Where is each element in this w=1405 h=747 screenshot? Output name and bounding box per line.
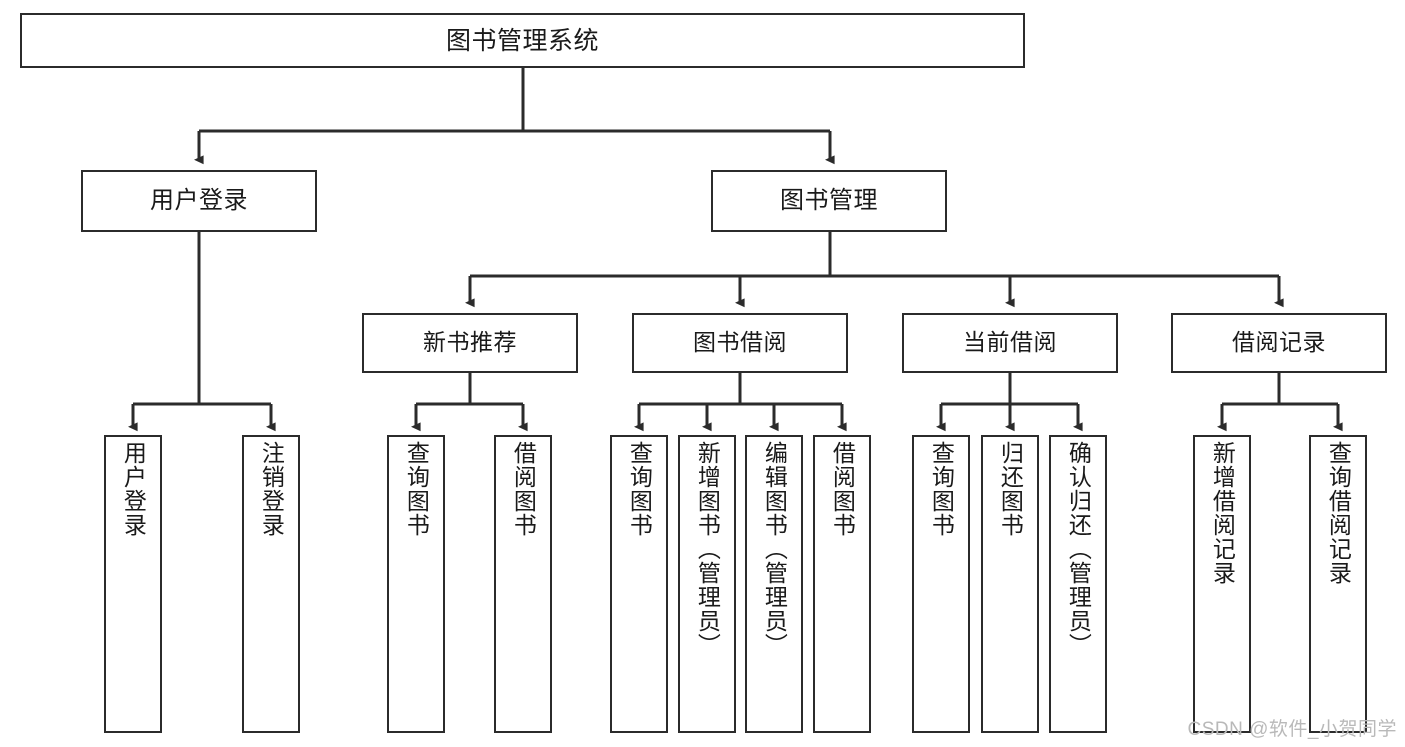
node-leaf-add-record-label: 新增借阅记录: [1209, 441, 1236, 585]
node-leaf-logout-label: 注销登录: [258, 441, 285, 537]
node-leaf-add-record[interactable]: 新增借阅记录: [1193, 435, 1251, 733]
node-user-login[interactable]: 用户登录: [81, 170, 317, 232]
node-book-manage-label: 图书管理: [780, 186, 878, 214]
node-book-borrow-label: 图书借阅: [693, 329, 787, 356]
csdn-watermark: CSDN @软件_小贺同学: [1187, 719, 1397, 740]
node-leaf-user-login[interactable]: 用户登录: [104, 435, 162, 733]
node-leaf-borrow-book-a[interactable]: 借阅图书: [494, 435, 552, 733]
node-borrow-record-label: 借阅记录: [1232, 329, 1326, 356]
node-root-label: 图书管理系统: [445, 26, 599, 55]
node-leaf-query-book-b-label: 查询图书: [626, 441, 653, 537]
node-leaf-query-record[interactable]: 查询借阅记录: [1309, 435, 1367, 733]
node-leaf-user-login-label: 用户登录: [120, 441, 147, 537]
node-leaf-borrow-book-a-label: 借阅图书: [510, 441, 537, 537]
node-leaf-query-book-c[interactable]: 查询图书: [912, 435, 970, 733]
node-leaf-query-book-c-label: 查询图书: [928, 441, 955, 537]
node-root[interactable]: 图书管理系统: [20, 13, 1025, 68]
node-leaf-borrow-book-b[interactable]: 借阅图书: [813, 435, 871, 733]
node-leaf-add-book-admin[interactable]: 新增图书（管理员）: [678, 435, 736, 733]
node-book-manage[interactable]: 图书管理: [711, 170, 947, 232]
node-leaf-query-book-a[interactable]: 查询图书: [387, 435, 445, 733]
node-new-book-recommend[interactable]: 新书推荐: [362, 313, 578, 373]
node-new-book-recommend-label: 新书推荐: [423, 329, 517, 356]
node-current-borrow[interactable]: 当前借阅: [902, 313, 1118, 373]
node-leaf-add-book-admin-label: 新增图书（管理员）: [694, 441, 721, 657]
node-leaf-borrow-book-b-label: 借阅图书: [829, 441, 856, 537]
node-leaf-query-book-a-label: 查询图书: [403, 441, 430, 537]
node-leaf-return-book-label: 归还图书: [997, 441, 1024, 537]
node-leaf-edit-book-admin[interactable]: 编辑图书（管理员）: [745, 435, 803, 733]
node-leaf-query-record-label: 查询借阅记录: [1325, 441, 1352, 585]
node-book-borrow[interactable]: 图书借阅: [632, 313, 848, 373]
node-leaf-return-book[interactable]: 归还图书: [981, 435, 1039, 733]
node-leaf-logout[interactable]: 注销登录: [242, 435, 300, 733]
node-leaf-confirm-return-admin-label: 确认归还（管理员）: [1065, 441, 1092, 657]
node-borrow-record[interactable]: 借阅记录: [1171, 313, 1387, 373]
node-current-borrow-label: 当前借阅: [963, 329, 1057, 356]
node-leaf-edit-book-admin-label: 编辑图书（管理员）: [761, 441, 788, 657]
node-leaf-confirm-return-admin[interactable]: 确认归还（管理员）: [1049, 435, 1107, 733]
node-leaf-query-book-b[interactable]: 查询图书: [610, 435, 668, 733]
node-user-login-label: 用户登录: [150, 186, 248, 214]
